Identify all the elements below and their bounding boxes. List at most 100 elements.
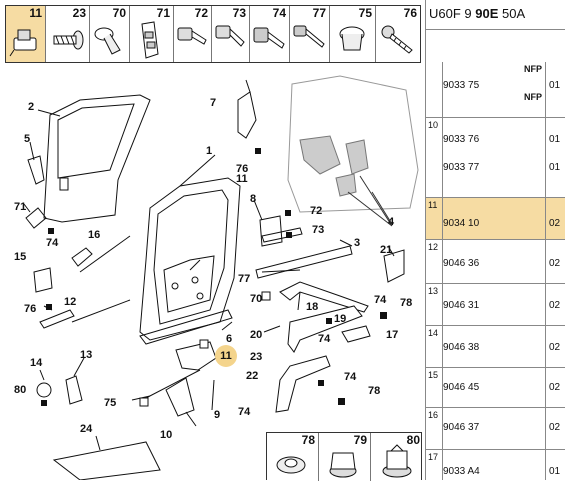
row-index: 14 bbox=[428, 328, 439, 338]
reference-row-selected[interactable]: 11 9034 10 02 bbox=[426, 198, 565, 240]
fastener-cell-73[interactable]: 73 bbox=[212, 6, 250, 62]
nfp-badge: NFP bbox=[524, 64, 542, 74]
fastener-cell-74[interactable]: 74 bbox=[250, 6, 290, 62]
callout-76: 76 bbox=[236, 163, 249, 175]
trim-clip-icon bbox=[94, 27, 121, 55]
fastener-cell-70[interactable]: 70 bbox=[90, 6, 130, 62]
fastener-number: 80 bbox=[406, 433, 420, 447]
fastener-number: 79 bbox=[353, 433, 367, 447]
callout-72: 72 bbox=[310, 205, 323, 217]
callout-74: 74 bbox=[374, 294, 387, 306]
fastener-number: 76 bbox=[403, 6, 417, 20]
version: 02 bbox=[549, 218, 561, 229]
reference-number: 9046 36 bbox=[443, 258, 480, 269]
door-assembly-drawing bbox=[23, 75, 419, 480]
fastener-cell-76[interactable]: 76 bbox=[376, 6, 420, 62]
reference-number: 9034 10 bbox=[443, 218, 480, 229]
fastener-cell-78[interactable]: 78 bbox=[267, 433, 319, 481]
reference-number: 9033 76 bbox=[443, 134, 480, 145]
fastener-number: 73 bbox=[232, 6, 246, 20]
reference-row[interactable]: 10 9033 76 01 9033 77 01 bbox=[426, 118, 565, 198]
reference-number: 9046 37 bbox=[443, 422, 480, 433]
code-suffix: 50A bbox=[502, 6, 526, 21]
callout-5: 5 bbox=[24, 133, 31, 145]
self-tapping-screw-icon bbox=[293, 25, 325, 48]
fastener-number: 77 bbox=[312, 6, 326, 20]
callout-19: 19 bbox=[334, 313, 347, 325]
reference-number: 9033 75 bbox=[443, 80, 480, 91]
callout-18: 18 bbox=[306, 301, 319, 313]
fastener-number: 75 bbox=[358, 6, 372, 20]
door-check-clip-icon bbox=[9, 29, 37, 57]
exploded-parts-diagram: 11 23 70 71 bbox=[5, 5, 423, 481]
fastener-cell-71[interactable]: 71 bbox=[130, 6, 174, 62]
fastener-cell-77[interactable]: 77 bbox=[290, 6, 330, 62]
reference-row[interactable]: 17 9033 A4 01 bbox=[426, 450, 565, 480]
fastener-cell-80[interactable]: 80 bbox=[371, 433, 423, 481]
fastener-number: 71 bbox=[156, 6, 170, 20]
callout-24: 24 bbox=[80, 423, 93, 435]
fastener-cell-72[interactable]: 72 bbox=[174, 6, 212, 62]
callout-7: 7 bbox=[210, 97, 217, 109]
fastener-number: 74 bbox=[272, 6, 286, 20]
fastener-strip-bottom: 78 79 80 bbox=[266, 432, 423, 481]
reference-row[interactable]: 13 9046 31 02 bbox=[426, 284, 565, 326]
callout-21: 21 bbox=[380, 244, 393, 256]
row-index: 13 bbox=[428, 286, 439, 296]
nfp-badge: NFP bbox=[524, 92, 542, 102]
fastener-number: 72 bbox=[194, 6, 208, 20]
version: 02 bbox=[549, 382, 561, 393]
fastener-number: 78 bbox=[301, 433, 315, 447]
callout-80: 80 bbox=[14, 384, 27, 396]
reference-number: 9046 38 bbox=[443, 342, 480, 353]
fastener-number: 23 bbox=[72, 6, 86, 20]
callout-2: 2 bbox=[28, 101, 35, 113]
callout-6: 6 bbox=[226, 333, 233, 345]
callout-76: 76 bbox=[24, 303, 37, 315]
callout-3: 3 bbox=[354, 237, 361, 249]
callout-71: 71 bbox=[14, 201, 27, 213]
row-index: 11 bbox=[428, 200, 438, 210]
reference-row[interactable]: 16 9046 37 02 bbox=[426, 408, 565, 450]
version: 02 bbox=[549, 342, 561, 353]
callout-14: 14 bbox=[30, 357, 43, 369]
fastener-cell-11[interactable]: 11 bbox=[6, 6, 46, 62]
washer-icon bbox=[276, 456, 306, 474]
callout-17: 17 bbox=[386, 329, 399, 341]
callout-11-highlighted[interactable]: 11 bbox=[215, 345, 237, 367]
callout-15: 15 bbox=[14, 251, 27, 263]
reference-row[interactable]: 15 9046 45 02 bbox=[426, 368, 565, 408]
fastener-cell-79[interactable]: 79 bbox=[319, 433, 371, 481]
callout-4: 4 bbox=[388, 216, 395, 228]
reference-row[interactable]: NFP 9033 75 01 NFP bbox=[426, 62, 565, 118]
callout-16: 16 bbox=[88, 229, 101, 241]
reference-number: 9033 77 bbox=[443, 162, 480, 173]
callout-75: 75 bbox=[104, 397, 117, 409]
row-index: 17 bbox=[428, 452, 439, 462]
callout-78: 78 bbox=[400, 297, 413, 309]
fir-tree-clip-icon bbox=[381, 25, 413, 54]
version: 02 bbox=[549, 258, 561, 269]
version: 01 bbox=[549, 80, 561, 91]
fastener-cell-75[interactable]: 75 bbox=[330, 6, 376, 62]
callout-22: 22 bbox=[246, 370, 259, 382]
callout-78: 78 bbox=[368, 385, 381, 397]
fastener-cell-23[interactable]: 23 bbox=[46, 6, 90, 62]
callout-74: 74 bbox=[238, 406, 251, 418]
bolt-icon bbox=[253, 27, 285, 49]
bracket-clip-icon bbox=[141, 21, 159, 59]
fastener-number: 70 bbox=[112, 6, 126, 20]
callout-12: 12 bbox=[64, 296, 77, 308]
callout-74: 74 bbox=[318, 333, 331, 345]
version: 02 bbox=[549, 422, 561, 433]
reference-number: 9046 45 bbox=[443, 382, 480, 393]
reference-row[interactable]: 14 9046 38 02 bbox=[426, 326, 565, 368]
callout-11: 11 bbox=[236, 173, 248, 185]
version: 01 bbox=[549, 466, 561, 477]
reference-row[interactable]: 12 9046 36 02 bbox=[426, 240, 565, 284]
callout-74: 74 bbox=[344, 371, 357, 383]
reference-panel: U60F 9 90E 50A NFP 9033 75 01 NFP 10 903… bbox=[425, 0, 565, 480]
nut-icon bbox=[329, 452, 357, 478]
fastener-number: 11 bbox=[29, 6, 42, 20]
grommet-icon bbox=[339, 26, 365, 51]
